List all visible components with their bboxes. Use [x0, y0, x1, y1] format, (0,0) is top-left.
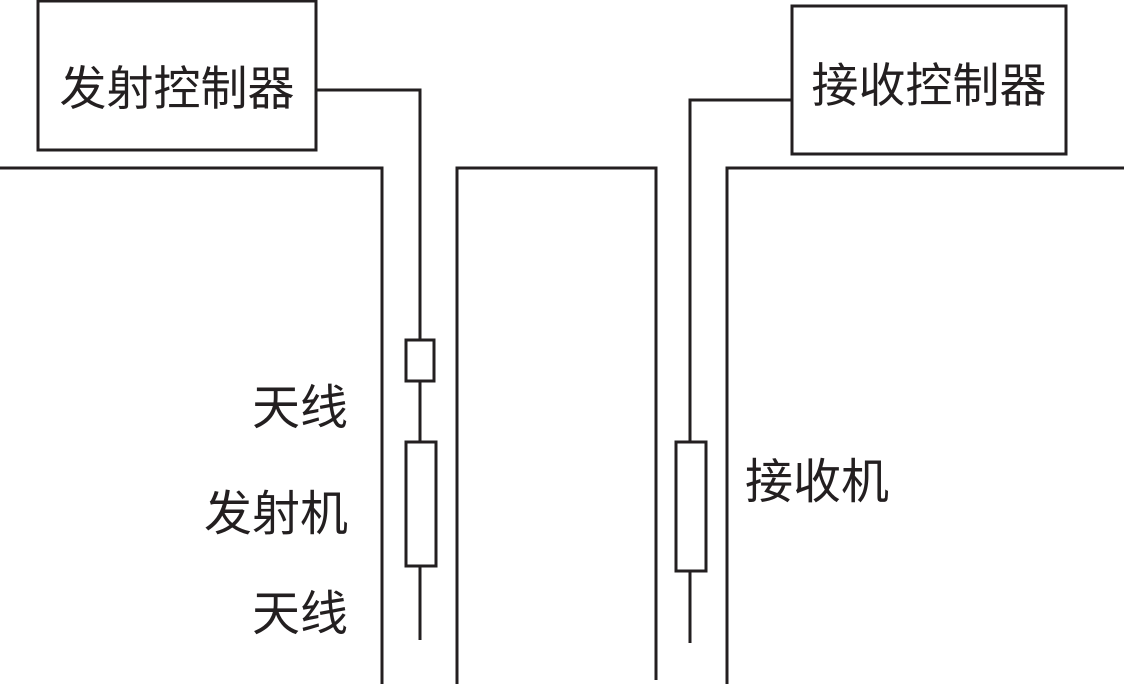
transmit-cable — [316, 88, 422, 340]
transmit-controller-box — [36, 0, 318, 152]
lower-antenna-label: 天线 — [252, 586, 348, 642]
receiver-element — [674, 440, 708, 573]
receive-cable — [688, 98, 792, 442]
receive-controller-box — [790, 4, 1068, 156]
transmitter-element — [404, 440, 438, 568]
middle-ground-block — [455, 166, 658, 684]
upper-antenna-element — [404, 338, 436, 383]
left-ground-wall — [0, 166, 384, 684]
receive-controller-label: 接收控制器 — [812, 59, 1047, 114]
transmit-controller-label: 发射控制器 — [60, 62, 295, 117]
transmitter-label: 发射机 — [204, 486, 348, 542]
right-ground-wall — [725, 166, 1124, 684]
upper-antenna-label: 天线 — [252, 380, 348, 436]
receiver-label: 接收机 — [745, 454, 889, 510]
